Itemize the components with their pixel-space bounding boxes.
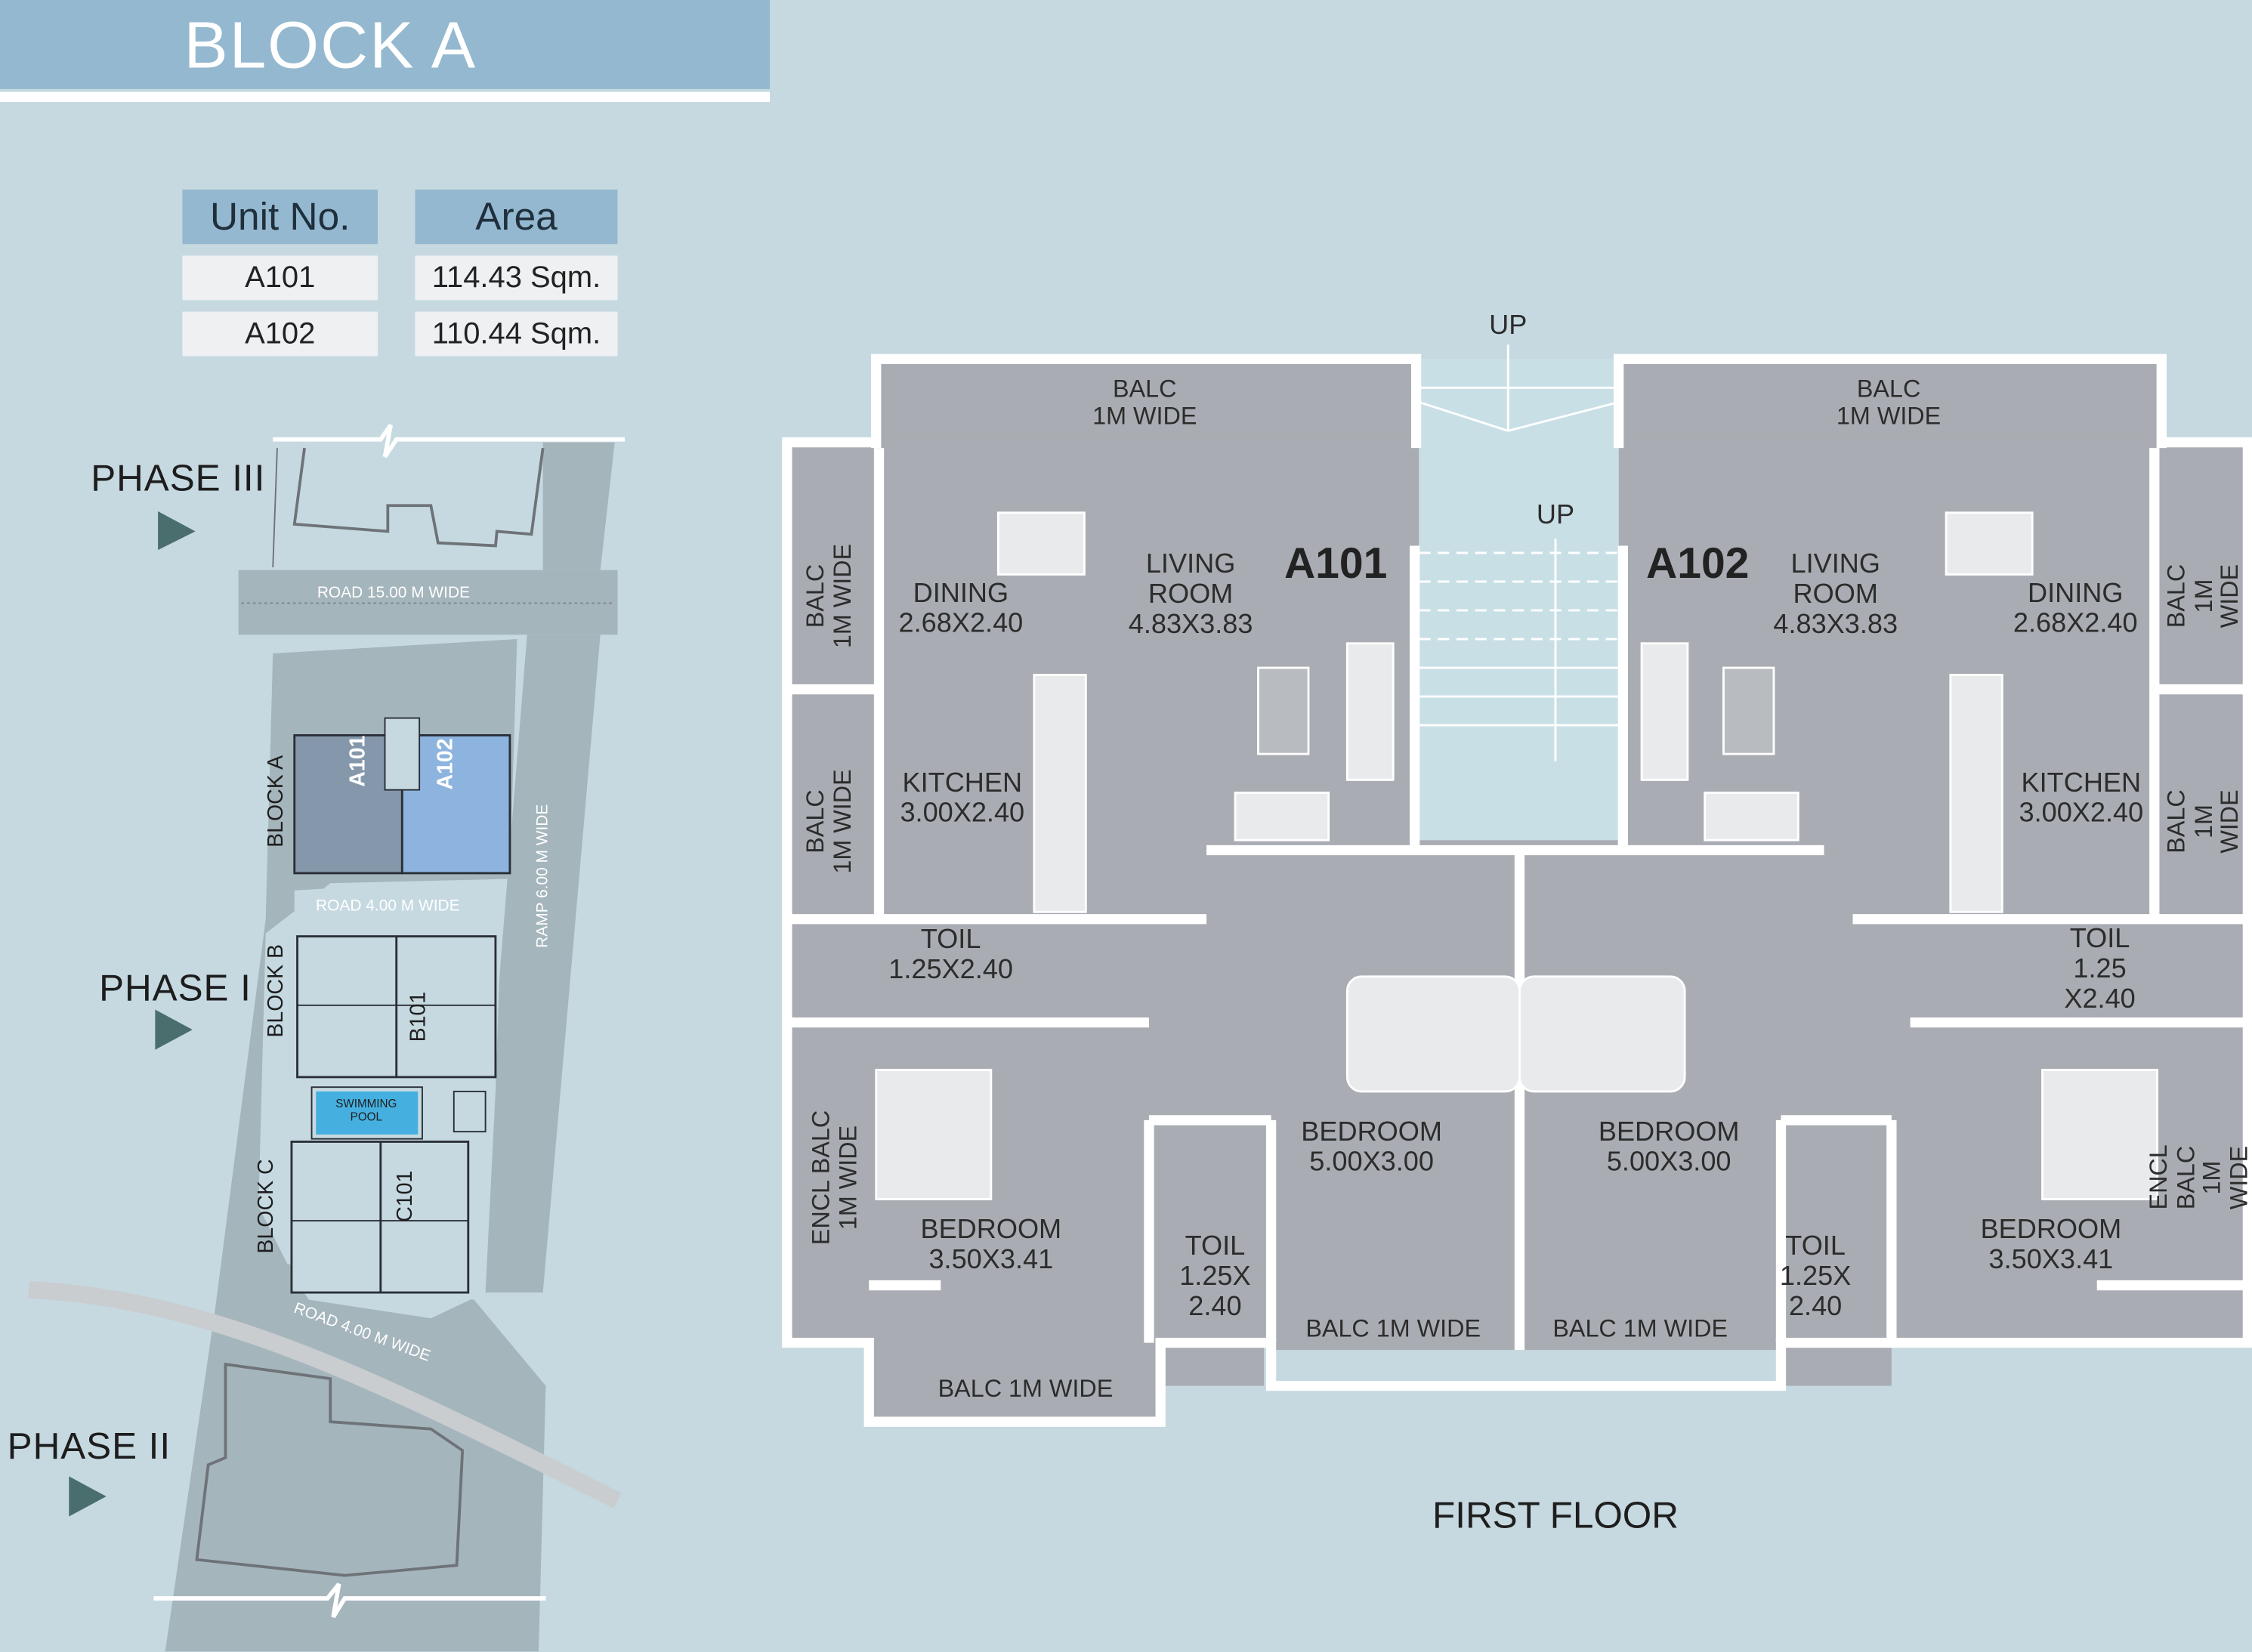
road-4m-label: ROAD 4.00 M WIDE [316,897,460,915]
block-a-stair [384,717,421,791]
table-cell-area: 110.44 Sqm. [415,311,618,357]
a101-living-room: LIVING ROOM 4.83X3.83 [1128,549,1253,640]
a101-master-bedroom: BEDROOM 5.00X3.00 [1301,1117,1442,1178]
phase-iii-building [292,447,545,548]
a101-top-balcony [876,359,1416,449]
phase-ii-arrow-icon [69,1476,107,1517]
a101-toilet: TOIL 1.25X2.40 [888,925,1013,986]
a102-kitchen: KITCHEN 3.00X2.40 [2019,768,2144,829]
floor-caption: FIRST FLOOR [1432,1493,1679,1536]
header-band: BLOCK A [0,0,771,89]
a102-living-room: LIVING ROOM 4.83X3.83 [1773,549,1898,640]
a102-balcony-master: BALC 1M WIDE [1552,1314,1728,1342]
a101-dining: DINING 2.68X2.40 [898,579,1024,640]
table-cell-area: 114.43 Sqm. [415,255,618,301]
phase-ii-label: PHASE II [7,1424,171,1468]
road-15m-label: ROAD 15.00 M WIDE [317,584,471,602]
a102-balcony-kitchen: BALC 1M WIDE [2163,789,2244,854]
stairs-up-core-label: UP [1536,500,1575,531]
a102-balcony-dining: BALC 1M WIDE [2163,564,2244,628]
a102-balcony-top: BALC 1M WIDE [1836,375,1942,430]
furniture [875,511,2159,1200]
unit-a102-label: A102 [1646,540,1750,588]
column-header-area: Area [415,189,618,245]
a102-bedroom: BEDROOM 3.50X3.41 [1980,1215,2122,1276]
a102-toilet: TOIL 1.25 X2.40 [2064,924,2136,1015]
a102-master-bedroom: BEDROOM 5.00X3.00 [1598,1117,1740,1178]
unit-a101-label: A101 [1284,540,1388,588]
a102-enclosed-balcony: ENCL BALC 1M WIDE [2145,1144,2252,1210]
ramp-strip [474,635,601,1293]
header-underline [0,91,771,102]
walls [782,354,2252,1427]
phase-ii-building [195,1362,465,1577]
column-header-unit: Unit No. [182,189,378,245]
phase-iii-label: PHASE III [91,456,266,500]
a101-balcony-master: BALC 1M WIDE [1305,1314,1481,1342]
table-cell-unit: A102 [182,311,378,357]
page-title: BLOCK A [184,7,477,82]
a101-bedroom: BEDROOM 3.50X3.41 [920,1215,1062,1276]
a102-dining: DINING 2.68X2.40 [2013,579,2138,640]
a102-toilet-2: TOIL 1.25X 2.40 [1779,1231,1852,1322]
phase-i-arrow-icon [155,1009,193,1050]
a101-kitchen: KITCHEN 3.00X2.40 [900,768,1025,829]
swimming-pool-label: SWIMMING POOL [335,1097,397,1123]
swimming-pool [316,1091,419,1135]
master-bedrooms-floor [1271,840,1781,1351]
road-strip [542,442,615,570]
a101-enclosed-balcony: ENCL BALC 1M WIDE [808,1110,862,1246]
a101-toilet-2: TOIL 1.25X 2.40 [1179,1231,1251,1322]
phase-iii-arrow-icon [158,511,196,551]
table-cell-unit: A101 [182,255,378,301]
stairs-up-label: UP [1489,310,1528,341]
phase-i-label: PHASE I [99,965,252,1009]
break-line-top [273,424,626,459]
a101-balcony-dining: BALC 1M WIDE [802,543,857,649]
stair-core [1419,359,1619,841]
a101-balcony-top: BALC 1M WIDE [1092,375,1197,430]
a101-balcony-bottom: BALC 1M WIDE [938,1375,1114,1403]
access-road [28,1280,622,1508]
break-line-bottom [153,1583,546,1619]
a101-balcony-kitchen: BALC 1M WIDE [802,769,857,874]
